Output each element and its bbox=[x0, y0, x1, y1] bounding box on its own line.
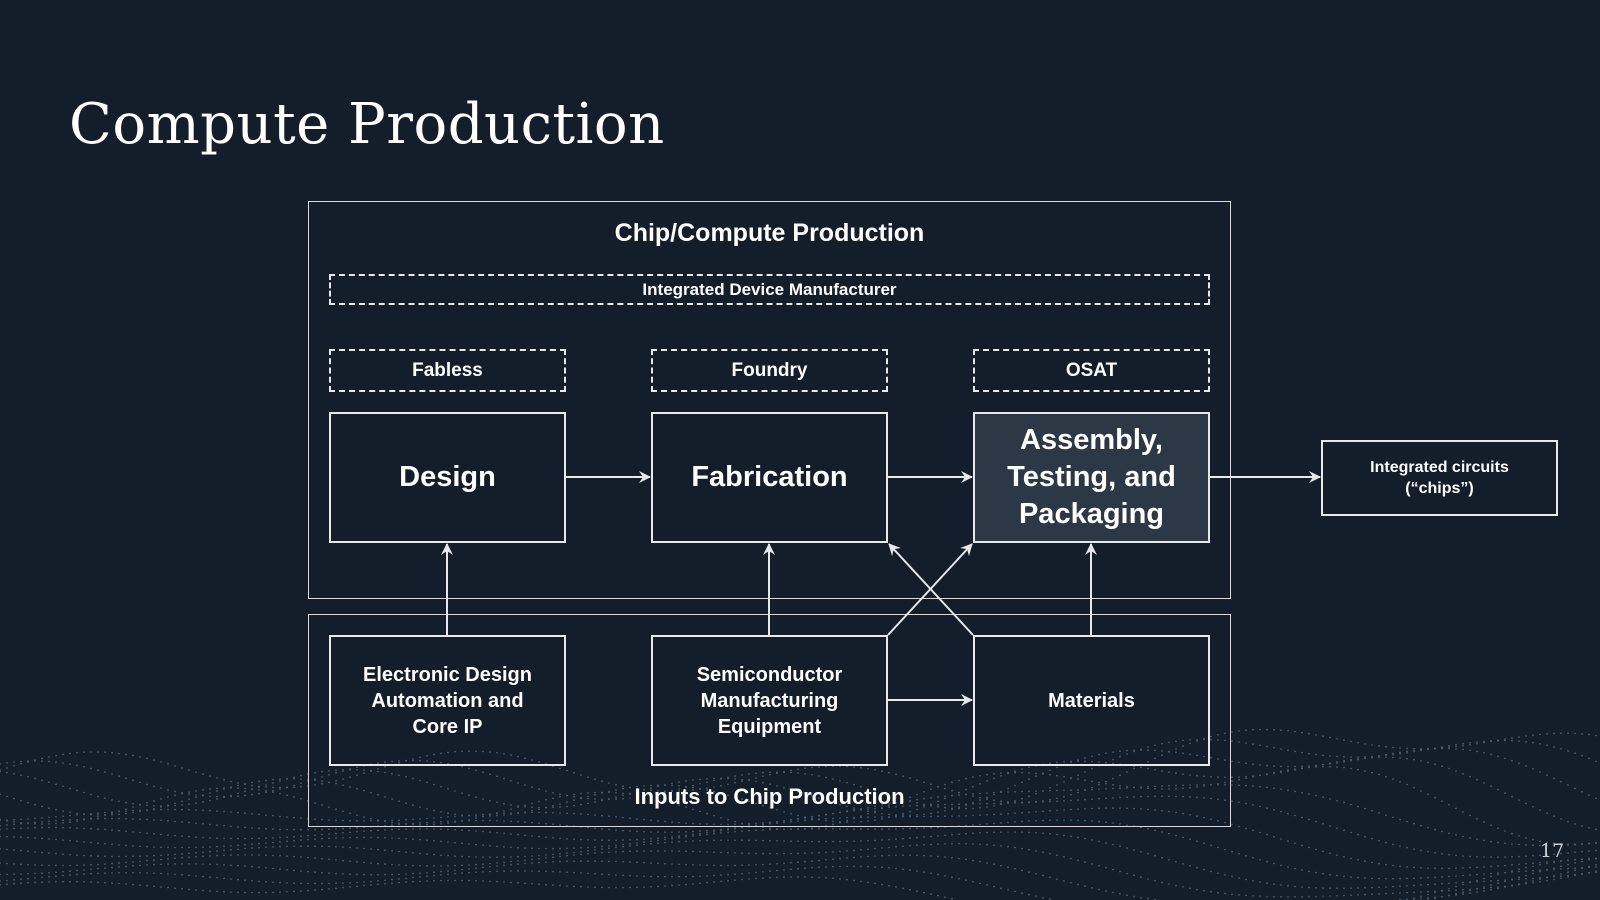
sme-label-line1: Semiconductor bbox=[696, 663, 843, 686]
materials-label: Materials bbox=[1048, 689, 1135, 712]
semiconductor-equipment-box: Semiconductor Manufacturing Equipment bbox=[651, 635, 888, 766]
fabless-label: Fabless bbox=[412, 359, 483, 381]
output-label-line2: (“chips”) bbox=[1405, 480, 1474, 497]
fabrication-box: Fabrication bbox=[651, 412, 888, 543]
assembly-label-line3: Packaging bbox=[1018, 498, 1165, 530]
idm-label: Integrated Device Manufacturer bbox=[642, 279, 897, 299]
eda-label-line2: Automation and bbox=[371, 689, 524, 712]
idm-box: Integrated Device Manufacturer bbox=[329, 274, 1210, 305]
slide-title: Compute Production bbox=[69, 92, 665, 157]
sme-label-line2: Manufacturing bbox=[700, 689, 839, 712]
page-number: 17 bbox=[1540, 840, 1565, 862]
eda-core-ip-box: Electronic Design Automation and Core IP bbox=[329, 635, 566, 766]
assembly-label-line2: Testing, and bbox=[1007, 461, 1176, 493]
fabrication-label: Fabrication bbox=[691, 461, 848, 493]
sme-label-line3: Equipment bbox=[717, 715, 822, 738]
design-label: Design bbox=[399, 461, 496, 493]
osat-label: OSAT bbox=[1065, 359, 1118, 381]
eda-label-line1: Electronic Design bbox=[363, 663, 532, 686]
chip-production-label: Chip/Compute Production bbox=[614, 219, 925, 247]
eda-label-line3: Core IP bbox=[412, 715, 483, 738]
materials-box: Materials bbox=[973, 635, 1210, 766]
integrated-circuits-box: Integrated circuits (“chips”) bbox=[1321, 440, 1558, 516]
design-box: Design bbox=[329, 412, 566, 543]
output-label-line1: Integrated circuits bbox=[1370, 459, 1509, 476]
osat-box: OSAT bbox=[973, 349, 1210, 392]
fabless-box: Fabless bbox=[329, 349, 566, 392]
assembly-testing-packaging-box: Assembly, Testing, and Packaging bbox=[973, 412, 1210, 543]
assembly-label-line1: Assembly, bbox=[1020, 424, 1163, 456]
foundry-label: Foundry bbox=[731, 359, 808, 381]
inputs-label: Inputs to Chip Production bbox=[634, 784, 905, 809]
foundry-box: Foundry bbox=[651, 349, 888, 392]
